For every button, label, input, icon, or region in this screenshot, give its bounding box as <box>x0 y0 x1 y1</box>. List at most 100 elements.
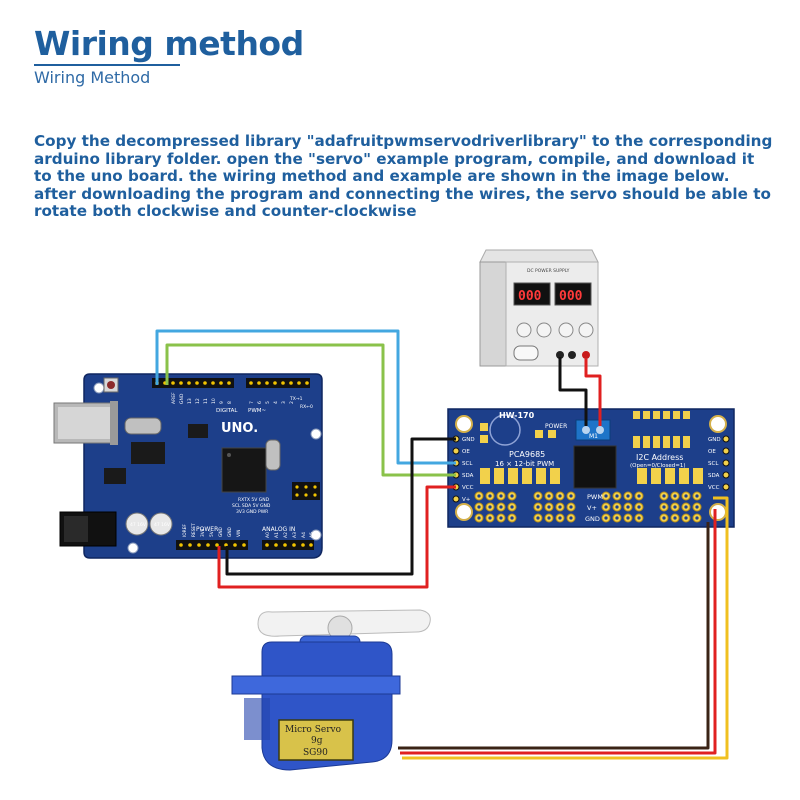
microcontroller-chip-icon <box>221 447 267 493</box>
gnd-wire-logic <box>225 437 456 576</box>
pca-left-pin-label: VCC <box>462 485 474 491</box>
servo-header-hole <box>626 516 630 520</box>
pca-right-pin-label: SDA <box>708 473 720 479</box>
servo-row-label-vplus: V+ <box>587 504 597 512</box>
servo-header-hole <box>547 516 551 520</box>
servo-header-hole <box>499 516 503 520</box>
servo-header-hole <box>536 516 540 520</box>
pca-left-pin-labels: GND OE SCL SDA VCC V+ <box>462 437 475 503</box>
cap-value-label-1: 47 16V <box>130 522 147 528</box>
terminal-label: M1 <box>589 433 598 440</box>
power-pin-label: GND <box>218 526 224 537</box>
chip-name-label: PCA9685 <box>509 450 545 459</box>
servo-header-hole <box>673 505 677 509</box>
arduino-uno-board: 47 16V 47 16V UNO. DIGIT <box>53 373 323 559</box>
servo-header-hole <box>536 494 540 498</box>
header-pin-label: 5 <box>265 401 271 404</box>
servo-header-hole <box>558 505 562 509</box>
pca-left-pin-label: SDA <box>462 473 474 479</box>
bench-power-supply: DC POWER SUPPLY 000 000 <box>479 249 599 367</box>
dc-barrel-jack-icon <box>59 511 117 547</box>
servo-header-hole <box>499 505 503 509</box>
analog-pin-label: A2 <box>283 532 289 538</box>
wires <box>155 329 729 760</box>
header-pin-label: AREF <box>171 392 177 404</box>
servo-header-hole <box>488 516 492 520</box>
analog-pin-label: A1 <box>274 532 280 538</box>
servo-header-hole <box>615 516 619 520</box>
servo-row-label-pwm: PWM <box>587 493 603 501</box>
header-pin-label: 3 <box>281 401 287 404</box>
power-pin-label: 5V <box>209 531 215 537</box>
servo-signal-wire <box>402 496 729 760</box>
servo-header-hole <box>637 516 641 520</box>
servo-header-hole <box>684 505 688 509</box>
pca-left-pin-label: V+ <box>462 497 471 503</box>
power-indicator-label: POWER <box>545 423 567 430</box>
servo-header-hole <box>684 516 688 520</box>
servo-header-hole <box>604 494 608 498</box>
header-pin-label: GND <box>179 393 185 404</box>
servo-header-hole <box>488 505 492 509</box>
servo-label-line-1: Micro Servo <box>285 725 341 735</box>
header-pin-label: 8 <box>227 401 233 404</box>
analog-pin-label: A0 <box>265 532 271 538</box>
servo-header-hole <box>510 505 514 509</box>
pca-right-pin-label: OE <box>708 449 716 455</box>
servo-header-hole <box>662 505 666 509</box>
servo-header-hole <box>510 494 514 498</box>
rx-label: RX←0 <box>300 404 313 410</box>
vcc-wire-logic <box>217 485 456 589</box>
servo-header-hole <box>673 516 677 520</box>
servo-header-hole <box>547 494 551 498</box>
servo-header-hole <box>510 516 514 520</box>
voltage-display: 000 <box>518 289 542 304</box>
icsp-note-3: 3V3 GND PWR <box>236 509 268 515</box>
servo-header-hole <box>695 494 699 498</box>
servo-header-hole <box>604 505 608 509</box>
icsp-note-1: RXTX 5V GND <box>238 497 270 503</box>
analog-pin-label: A5 <box>309 532 315 538</box>
power-pin-label: 3V3 <box>200 528 206 537</box>
servo-header-hole <box>615 505 619 509</box>
pca-left-pin-label: GND <box>462 437 475 443</box>
title-underline <box>34 64 180 66</box>
servo-header-hole <box>477 494 481 498</box>
servo-header-hole <box>695 505 699 509</box>
servo-header-hole <box>569 494 573 498</box>
instructions-paragraph: Copy the decompressed library "adafruitp… <box>34 132 773 220</box>
scl-wire <box>155 329 456 465</box>
servo-header-hole <box>569 505 573 509</box>
header-pin-label: 6 <box>257 401 263 404</box>
digital-label: DIGITAL <box>216 408 238 414</box>
servo-header-hole <box>558 494 562 498</box>
servo-header-hole <box>684 494 688 498</box>
header-pin-label: 7 <box>249 401 255 404</box>
power-pin-label: VIN <box>236 530 242 537</box>
servo-model-label: SG90 <box>303 748 328 758</box>
power-pin-label: IOREF <box>182 524 188 537</box>
pca9685-servo-driver-board: M1 HW-170 POWER PCA9685 16 × 12-bit PWM … <box>447 408 735 528</box>
pca-right-pin-label: GND <box>708 437 721 443</box>
pca-left-pin-label: OE <box>462 449 470 455</box>
servo-gnd-wire <box>398 522 710 750</box>
header-pin-label: 13 <box>187 398 193 404</box>
servo-header-hole <box>604 516 608 520</box>
servo-header-hole <box>477 505 481 509</box>
board-name-label: UNO. <box>221 421 258 436</box>
servo-header-hole <box>695 516 699 520</box>
usb-port-icon <box>53 401 118 445</box>
servo-header-hole <box>662 494 666 498</box>
servo-header-hole <box>558 516 562 520</box>
model-label: HW-170 <box>499 411 535 420</box>
servo-header-hole <box>477 516 481 520</box>
servo-header-hole <box>547 505 551 509</box>
sda-wire <box>165 343 456 477</box>
tx-label: TX→1 <box>289 396 303 402</box>
header-pin-label: 11 <box>203 398 209 404</box>
micro-servo-motor: Micro Servo 9g SG90 <box>231 609 431 771</box>
servo-label-line-2: 9g <box>311 736 323 746</box>
pca-left-pin-label: SCL <box>462 461 473 467</box>
